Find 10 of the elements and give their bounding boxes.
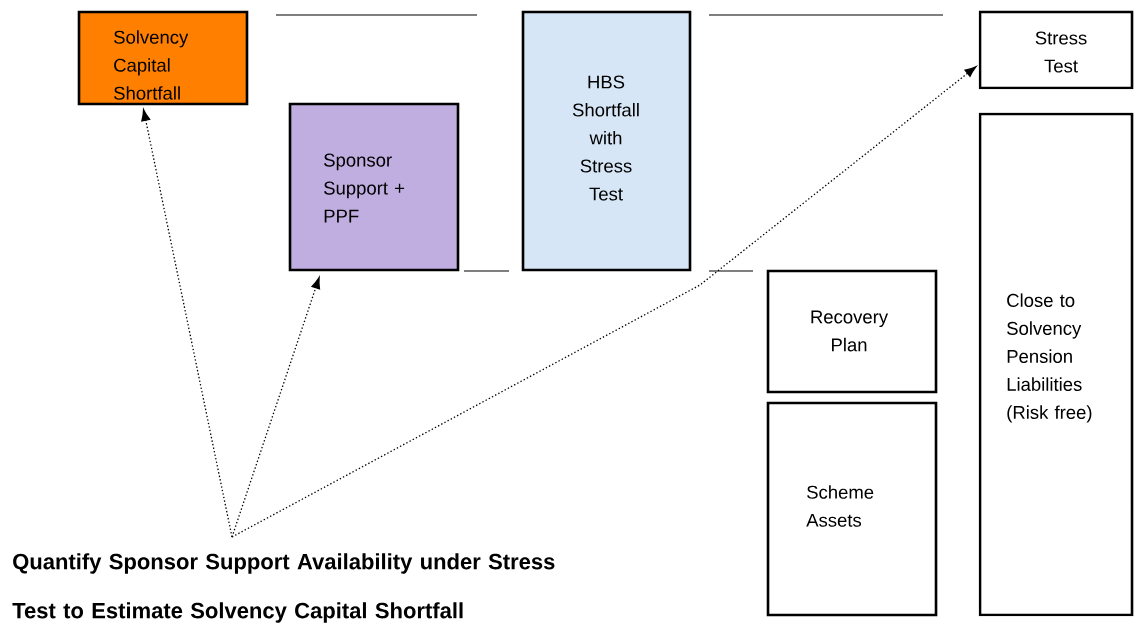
arrow	[231, 66, 977, 538]
shortfall-box: Solvency Capital Shortfall	[77, 10, 249, 106]
stress-test-box: Stress Test	[978, 10, 1134, 90]
caption-text: Quantify Sponsor Support Availability under Stress Test to Estimate Solvency Capital Shortfall	[12, 553, 555, 623]
arrow	[231, 277, 321, 538]
stress-shortfall-box: HBS Shortfall with Stress Test	[521, 10, 692, 272]
liabilities-box: Close to Solvency Pension Liabilities (Risk free)	[978, 112, 1134, 617]
recovery-box: Recovery Plan	[766, 269, 938, 394]
sponsor-box: Sponsor Support + PPF	[288, 102, 460, 272]
assets-box: Scheme Assets	[766, 401, 938, 617]
